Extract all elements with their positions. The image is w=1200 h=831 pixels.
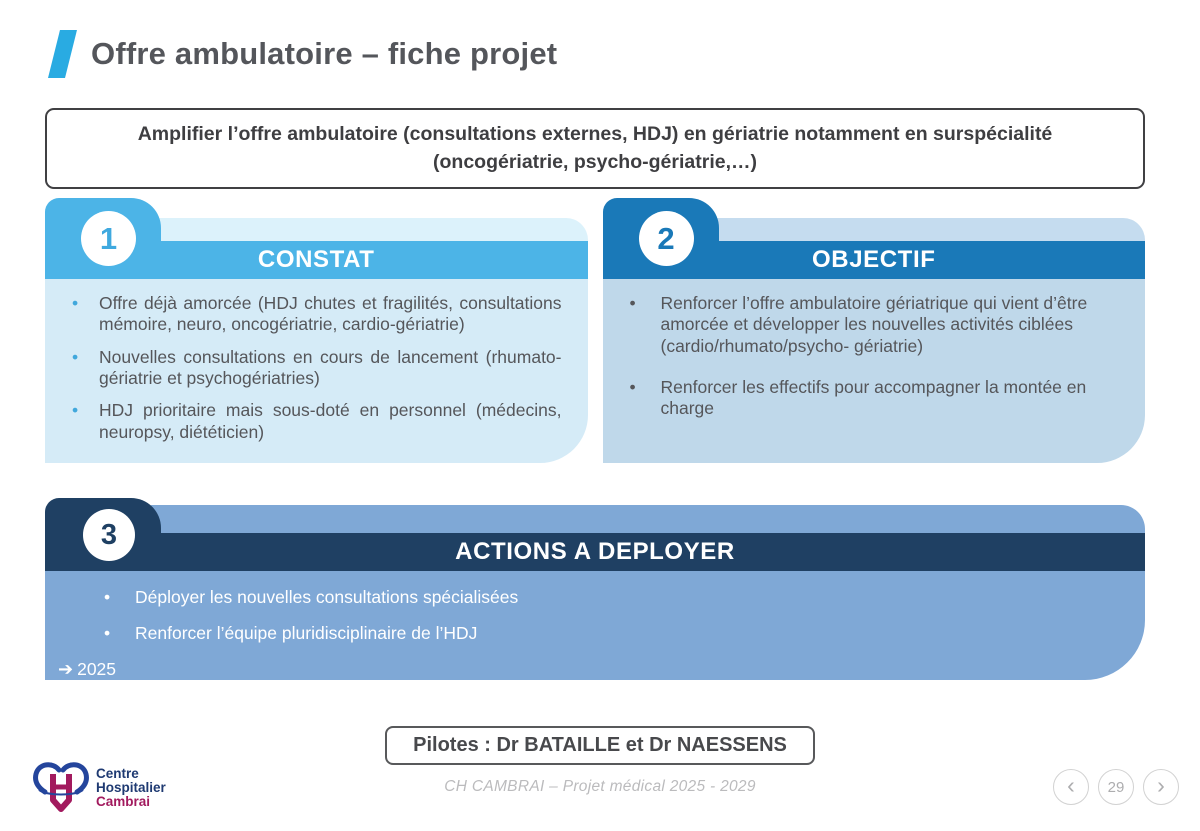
accent-slash-icon (48, 30, 77, 78)
card-actions: ACTIONS A DEPLOYER 3 Déployer les nouvel… (45, 498, 1145, 680)
card-constat-body: Offre déjà amorcée (HDJ chutes et fragil… (45, 279, 588, 463)
card-constat-bullet-list: Offre déjà amorcée (HDJ chutes et fragil… (63, 293, 562, 443)
pilotes-row: Pilotes : Dr BATAILLE et Dr NAESSENS (0, 726, 1200, 765)
card-objectif-number-badge: 2 (638, 211, 694, 266)
logo-line-3: Cambrai (96, 793, 151, 809)
card-constat-strip (151, 218, 588, 241)
card-actions-body: Déployer les nouvelles consultations spé… (45, 571, 1145, 680)
logo-line-2: Hospitalier (96, 780, 166, 796)
card-actions-header: ACTIONS A DEPLOYER (45, 533, 1145, 571)
milestone-year: 2025 (77, 659, 117, 679)
card-objectif-bullet-list: Renforcer l’offre ambulatoire gériatriqu… (621, 293, 1120, 420)
bullet-item: HDJ prioritaire mais sous-doté en person… (63, 400, 562, 443)
bullet-item: Renforcer l’offre ambulatoire gériatriqu… (621, 293, 1120, 357)
card-objectif: OBJECTIF 2 Renforcer l’offre ambulatoire… (602, 198, 1145, 463)
card-objectif-strip (708, 218, 1145, 241)
card-constat-header: CONSTAT (45, 241, 588, 279)
card-actions-bullet-list: Déployer les nouvelles consultations spé… (58, 587, 1115, 644)
cards-row: CONSTAT 1 Offre déjà amorcée (HDJ chutes… (45, 198, 1145, 463)
card-objectif-body: Renforcer l’offre ambulatoire gériatriqu… (602, 279, 1145, 463)
bullet-item: Déployer les nouvelles consultations spé… (58, 587, 1115, 608)
logo-text: Centre Hospitalier Cambrai (96, 767, 166, 808)
card-objectif-header: OBJECTIF (602, 241, 1145, 279)
next-page-button[interactable]: › (1143, 769, 1179, 805)
page-title: Offre ambulatoire – fiche projet (91, 36, 558, 71)
prev-page-button[interactable]: ‹ (1053, 769, 1089, 805)
bullet-item: Offre déjà amorcée (HDJ chutes et fragil… (63, 293, 562, 336)
bullet-item: Renforcer les effectifs pour accompagner… (621, 377, 1120, 420)
card-actions-number-badge: 3 (83, 509, 135, 561)
card-actions-strip (151, 505, 1145, 533)
logo-line-1: Centre (96, 766, 139, 782)
arrow-right-icon: ➔ (58, 659, 74, 679)
bullet-item: Renforcer l’équipe pluridisciplinaire de… (58, 623, 1115, 644)
pagination: ‹ 29 › (1053, 769, 1179, 805)
pilotes-box: Pilotes : Dr BATAILLE et Dr NAESSENS (385, 726, 815, 765)
title-row: Offre ambulatoire – fiche projet (48, 30, 557, 78)
page-number-badge: 29 (1098, 769, 1134, 805)
card-constat-number-badge: 1 (81, 211, 136, 266)
milestone-row: ➔ 2025 (58, 659, 1115, 680)
card-constat: CONSTAT 1 Offre déjà amorcée (HDJ chutes… (45, 198, 588, 463)
hospital-logo: Centre Hospitalier Cambrai (33, 762, 166, 814)
footer-caption: CH CAMBRAI – Projet médical 2025 - 2029 (444, 778, 756, 795)
heart-h-logo-icon (33, 762, 89, 812)
project-subtitle-box: Amplifier l’offre ambulatoire (consultat… (45, 108, 1145, 189)
bullet-item: Nouvelles consultations en cours de lanc… (63, 347, 562, 390)
